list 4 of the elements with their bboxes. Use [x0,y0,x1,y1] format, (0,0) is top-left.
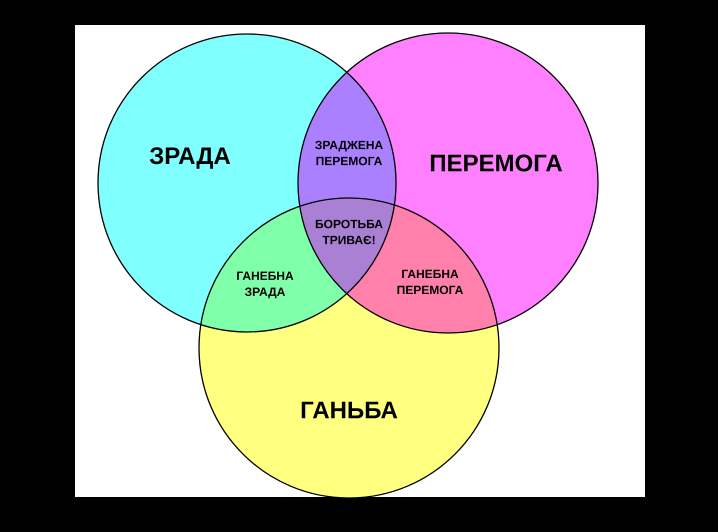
region-label: БОРОТЬБА ТРИВАЄ! [316,220,383,244]
region-label: ЗРАДЖЕНА ПЕРЕМОГА [315,140,383,166]
region-label: ГАНЕБНА ЗРАДА [237,272,294,298]
region-label: ГАНЕБНА ПЕРЕМОГА [397,270,464,294]
